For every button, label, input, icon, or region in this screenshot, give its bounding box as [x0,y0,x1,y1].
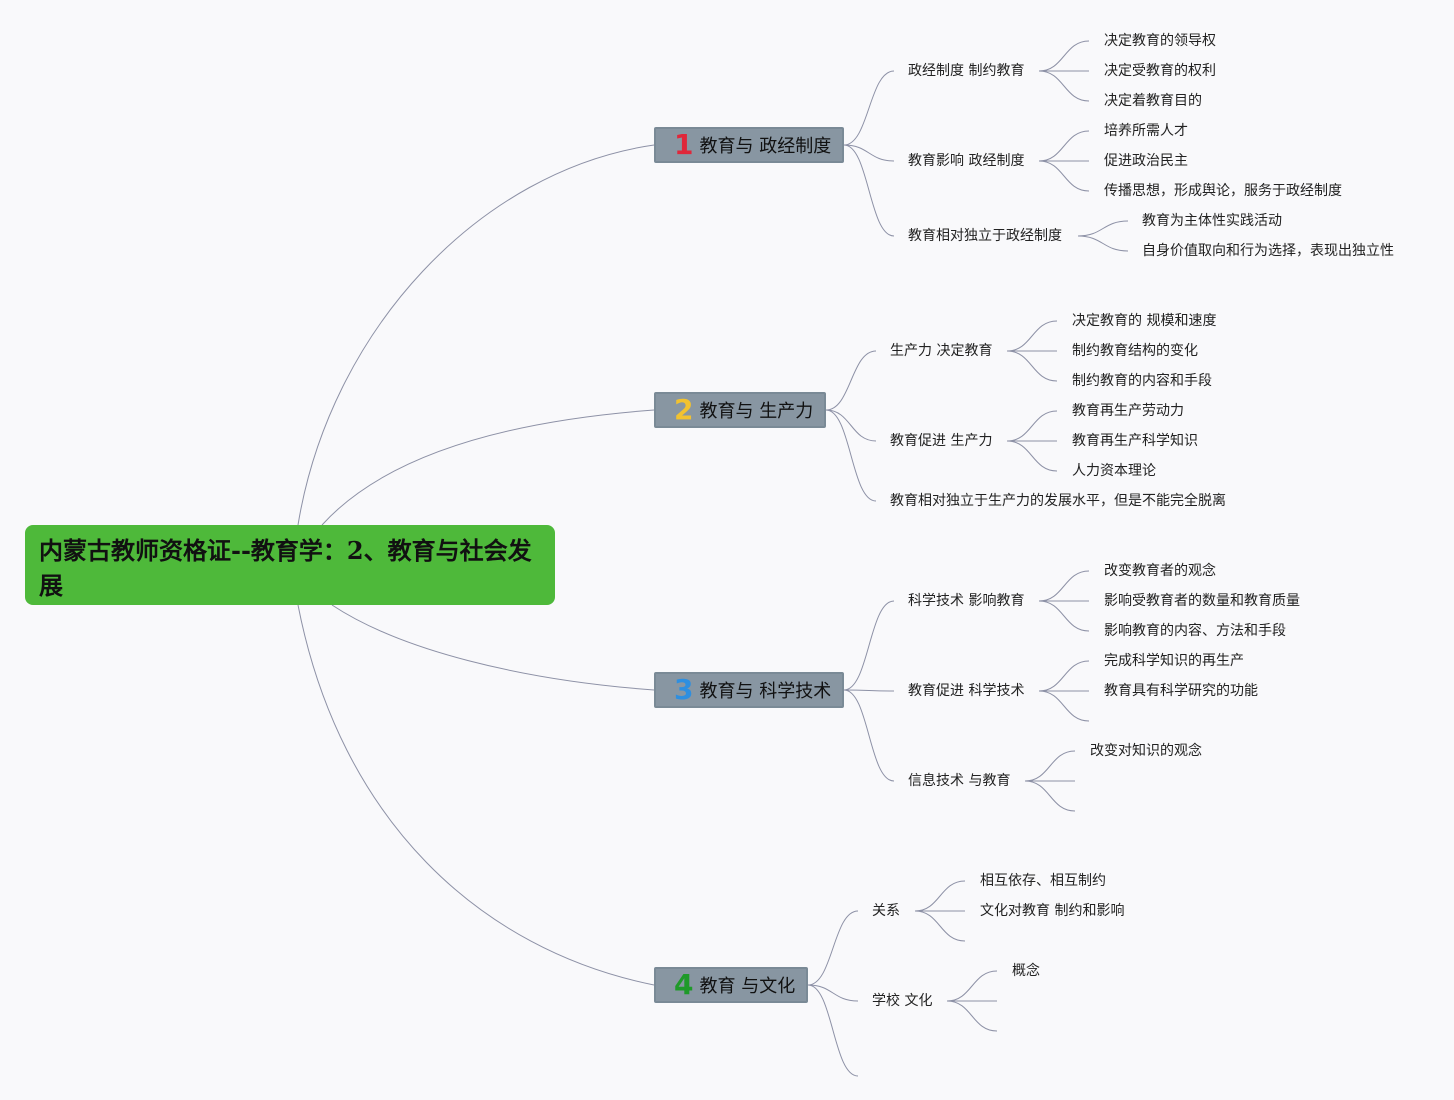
topic-4[interactable]: 4 教育 与文化 [654,967,808,1003]
leaf-4-1-2[interactable]: 文化对教育 制约和影响 [980,903,1125,919]
leaf-connector-7-1 [1038,660,1090,692]
root-connector-2 [321,409,655,526]
leaf-connector-1-1 [1038,40,1090,72]
topic-1-sub-2-connector [843,144,895,162]
topic-4-sub-2-connector [807,984,859,1002]
root-topic[interactable]: 内蒙古教师资格证--教育学：2、教育与社会发展 [25,525,555,605]
leaf-3-1-3[interactable]: 影响教育的内容、方法和手段 [1104,623,1286,639]
topic-4-label: 教育 与文化 [699,976,796,997]
subtopic-3-3[interactable]: 信息技术 与教育 [908,773,1011,789]
subtopic-2-3[interactable]: 教育相对独立于生产力的发展水平，但是不能完全脱离 [890,493,1226,509]
topic-2-sub-1-connector [825,350,877,411]
topic-2[interactable]: 2 教育与 生产力 [654,392,826,428]
topic-1-sub-3-connector [843,144,895,237]
leaf-3-1-2[interactable]: 影响受教育者的数量和教育质量 [1104,593,1300,609]
topic-2-label: 教育与 生产力 [699,401,814,422]
subtopic-4-1[interactable]: 关系 [872,903,900,919]
leaf-connector-1-3 [1038,70,1090,102]
subtopic-3-2[interactable]: 教育促进 科学技术 [908,683,1025,699]
leaf-connector-9-1 [914,880,966,912]
leaf-connector-10-1 [946,970,998,1002]
leaf-1-3-2[interactable]: 自身价值取向和行为选择，表现出独立性 [1142,243,1394,259]
leaf-connector-4-3 [1006,350,1058,382]
root-title: 内蒙古教师资格证--教育学：2、教育与社会发展 [39,536,532,600]
leaf-connector-5-3 [1006,440,1058,472]
leaf-2-1-3[interactable]: 制约教育的内容和手段 [1072,373,1212,389]
leaf-1-2-3[interactable]: 传播思想，形成舆论，服务于政经制度 [1104,183,1342,199]
leaf-connector-5-1 [1006,410,1058,442]
leaf-connector-3-2 [1077,235,1129,252]
leaf-1-2-2[interactable]: 促进政治民主 [1104,153,1188,169]
topic-3-sub-2-connector [843,689,895,692]
leaf-3-1-1[interactable]: 改变教育者的观念 [1104,563,1216,579]
leaf-connector-8-1 [1024,750,1076,782]
topic-4-sub-1-connector [807,910,859,986]
leaf-2-1-1[interactable]: 决定教育的 规模和速度 [1072,313,1217,329]
leaf-2-1-2[interactable]: 制约教育结构的变化 [1072,343,1198,359]
topic-3-label: 教育与 科学技术 [699,681,832,702]
topic-3[interactable]: 3 教育与 科学技术 [654,672,844,708]
subtopic-2-2[interactable]: 教育促进 生产力 [890,433,993,449]
leaf-1-3-1[interactable]: 教育为主体性实践活动 [1142,213,1282,229]
leaf-1-1-1[interactable]: 决定教育的领导权 [1104,33,1216,49]
leaf-connector-2-3 [1038,160,1090,192]
leaf-3-2-2[interactable]: 教育具有科学研究的功能 [1104,683,1258,699]
topic-1-label: 教育与 政经制度 [699,136,832,157]
topic-2-sub-3-connector [825,409,877,502]
topic-1[interactable]: 1 教育与 政经制度 [654,127,844,163]
leaf-4-1-1[interactable]: 相互依存、相互制约 [980,873,1106,889]
leaf-1-1-2[interactable]: 决定受教育的权利 [1104,63,1216,79]
leaf-connector-6-1 [1038,570,1090,602]
topic-3-sub-1-connector [843,600,895,691]
root-connector-4 [297,604,655,986]
leaf-connector-9-3 [914,910,966,942]
leaf-connector-3-1 [1077,220,1129,237]
subtopic-1-2[interactable]: 教育影响 政经制度 [908,153,1025,169]
leaf-4-2-1[interactable]: 概念 [1012,963,1040,979]
leaf-3-3-1[interactable]: 改变对知识的观念 [1090,743,1202,759]
leaf-1-2-1[interactable]: 培养所需人才 [1104,123,1188,139]
root-connector-3 [331,604,655,691]
leaf-connector-7-3 [1038,690,1090,722]
topic-4-sub-3-connector [807,984,859,1077]
leaf-connector-8-3 [1024,780,1076,812]
leaf-3-2-1[interactable]: 完成科学知识的再生产 [1104,653,1244,669]
root-connector-1 [297,144,655,526]
topic-2-sub-2-connector [825,409,877,442]
subtopic-3-1[interactable]: 科学技术 影响教育 [908,593,1025,609]
topic-4-number: 4 [674,968,694,1001]
leaf-connector-2-1 [1038,130,1090,162]
leaf-2-2-1[interactable]: 教育再生产劳动力 [1072,403,1184,419]
leaf-connector-4-1 [1006,320,1058,352]
subtopic-1-1[interactable]: 政经制度 制约教育 [908,63,1025,79]
topic-1-number: 1 [674,128,694,161]
topic-3-sub-3-connector [843,689,895,782]
leaf-2-2-3[interactable]: 人力资本理论 [1072,463,1156,479]
leaf-1-1-3[interactable]: 决定着教育目的 [1104,93,1202,109]
topic-3-number: 3 [674,673,694,706]
topic-1-sub-1-connector [843,70,895,146]
subtopic-1-3[interactable]: 教育相对独立于政经制度 [908,228,1062,244]
leaf-2-2-2[interactable]: 教育再生产科学知识 [1072,433,1198,449]
topic-2-number: 2 [674,393,694,426]
leaf-connector-6-3 [1038,600,1090,632]
leaf-connector-10-3 [946,1000,998,1032]
subtopic-4-2[interactable]: 学校 文化 [872,993,933,1009]
subtopic-2-1[interactable]: 生产力 决定教育 [890,343,993,359]
